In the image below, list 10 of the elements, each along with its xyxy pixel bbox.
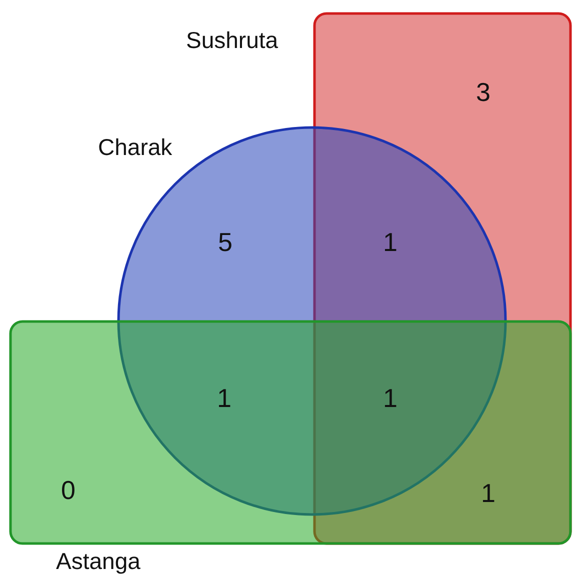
set-label: Astanga (56, 548, 140, 575)
region-count: 1 (217, 383, 232, 414)
set-label: Sushruta (186, 27, 278, 54)
region-count: 5 (218, 227, 232, 258)
region-count: 1 (383, 227, 398, 258)
region-count: 1 (481, 478, 496, 509)
region-count: 1 (383, 383, 398, 414)
region-count: 0 (61, 475, 76, 506)
region-count: 3 (476, 77, 490, 108)
set-label: Charak (98, 134, 172, 161)
